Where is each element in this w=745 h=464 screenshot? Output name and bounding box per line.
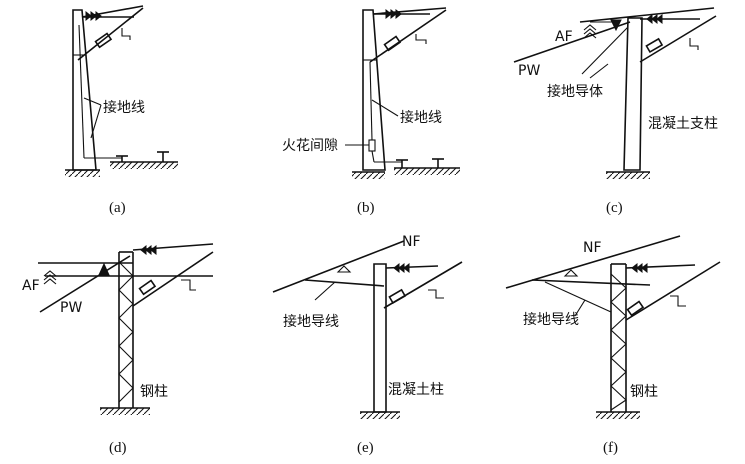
ground-hatch [100, 407, 150, 415]
ground-line [314, 281, 336, 301]
steel-lattice-pole [118, 251, 134, 408]
nf-insulator-icon [563, 269, 579, 277]
panel-c: AF PW 接地导体 混凝土支柱 (c) [513, 7, 718, 216]
pole-label: 钢柱 [630, 384, 658, 400]
nf-label: NF [402, 234, 421, 250]
feeder-lines [505, 235, 721, 321]
ground-hatch [65, 161, 178, 177]
panel-f: NF 接地导线 钢柱 (f) [505, 235, 721, 456]
insulator-icon [383, 35, 402, 52]
caption-e: (e) [357, 440, 374, 456]
pw-label: PW [518, 63, 540, 79]
insulator-icon [645, 37, 664, 54]
ground-line-label: 接地导线 [283, 313, 339, 330]
ground-hatch [352, 167, 460, 179]
ground-wire [78, 24, 122, 159]
caption-c: (c) [606, 200, 623, 216]
insulator-icon [138, 279, 157, 296]
af-insulator-icon [43, 262, 110, 285]
insulator-chain-icon [646, 13, 663, 25]
concrete-pole [362, 9, 386, 171]
insulator-icon [94, 32, 113, 49]
caption-b: (b) [357, 200, 375, 216]
ground-wire-label: 接地线 [103, 99, 145, 116]
insulator-icon [626, 300, 645, 317]
pw-label: PW [60, 300, 82, 316]
pole-label: 混凝土柱 [388, 382, 444, 398]
insulator-icon [388, 288, 407, 305]
ground-wire [368, 61, 402, 163]
rail [396, 158, 444, 168]
ground-conductor [581, 26, 629, 79]
feeder-lines [513, 7, 717, 63]
ground-hatch [606, 171, 650, 179]
feeder-lines [38, 243, 214, 313]
nf-label: NF [583, 240, 602, 256]
cantilever [369, 7, 447, 63]
caption-f: (f) [603, 440, 618, 456]
caption-d: (d) [109, 440, 127, 456]
insulator-chain-icon [385, 8, 402, 20]
pole-label: 混凝土支柱 [648, 116, 718, 132]
af-label: AF [22, 278, 40, 294]
caption-a: (a) [109, 200, 126, 216]
pole-label: 钢柱 [140, 384, 168, 400]
af-insulator-icon [583, 19, 622, 39]
feeder-lines [272, 240, 463, 309]
af-label: AF [555, 29, 573, 45]
spark-gap-label: 火花间隙 [282, 138, 338, 154]
insulator-chain-icon [85, 10, 102, 22]
ground-conductor-label: 接地导体 [547, 83, 603, 100]
rail [116, 151, 169, 162]
ground-hatch [360, 411, 400, 419]
panel-a: 接地线 (a) [65, 5, 178, 216]
panel-b: 火花间隙 接地线 (b) [282, 7, 460, 216]
ground-line [544, 281, 612, 317]
ground-line-label: 接地导线 [523, 311, 579, 328]
insulator-chain-icon [393, 262, 410, 274]
concrete-pole [72, 9, 97, 171]
spark-gap-icon [368, 139, 376, 152]
ground-hatch [596, 411, 640, 419]
concrete-pole [623, 17, 643, 171]
nf-insulator-icon [336, 265, 352, 273]
panel-d: AF PW 钢柱 (d) [22, 243, 214, 456]
insulator-chain-icon [140, 244, 157, 256]
steel-lattice-pole [610, 263, 627, 412]
ground-wire-label: 接地线 [400, 109, 442, 126]
insulator-chain-icon [631, 262, 648, 274]
panel-e: NF 接地导线 混凝土柱 (e) [272, 234, 463, 456]
